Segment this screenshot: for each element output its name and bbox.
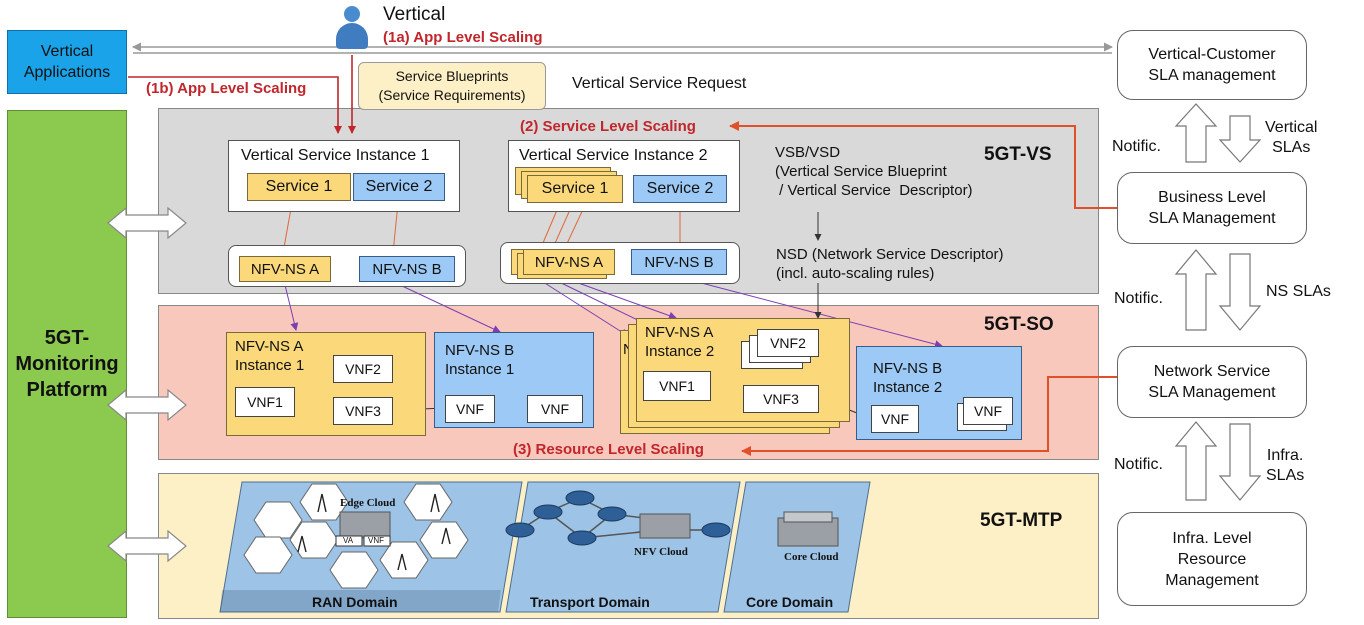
inst2-b-vnf-1-label: VNF [881,411,909,427]
inst1-b-vnf-1-label: VNF [456,401,484,417]
ns-b-instance-2: NFV-NS B Instance 2 VNF VNF [856,346,1022,440]
vsi1-title: Vertical Service Instance 1 [241,147,430,164]
ns-slas-label: NS SLAs [1266,283,1331,300]
ns-b-instance-2-title: NFV-NS B Instance 2 [873,360,943,396]
vsi2-service-1-label: Service 1 [541,180,609,197]
ns-b-instance-1: NFV-NS B Instance 1 VNF VNF [434,332,594,428]
business-level-sla-box: Business Level SLA Management [1117,172,1307,244]
inst1-vnf3: VNF3 [333,397,393,425]
inst1-b-vnf-1: VNF [445,395,495,423]
inst1-vnf3-label: VNF3 [345,403,381,419]
core-domain-label: Core Domain [746,594,834,610]
ns-b-instance-1-title: NFV-NS B Instance 1 [445,342,515,378]
inst1-b-vnf-2-label: VNF [541,401,569,417]
vs2-nfv-ns-b: NFV-NS B [631,249,727,275]
vs2-nfv-ns-a-label: NFV-NS A [534,253,604,271]
service-level-scaling: (2) Service Level Scaling [520,118,696,135]
vertical-applications: Vertical Applications [7,30,127,94]
infra-resource-management-label: Infra. Level Resource Management [1165,529,1259,589]
ns-a-instance-2-title: NFV-NS A Instance 2 [645,324,715,360]
inst2-vnf1-label: VNF1 [659,378,695,394]
network-service-sla-label: Network Service SLA Management [1148,363,1276,401]
notific-3: Notific. [1114,456,1163,473]
ns-a-instance-1: NFV-NS A Instance 1 VNF2 VNF1 VNF3 [226,332,426,436]
core-cloud-label: Core Cloud [784,551,839,563]
edge-va-label: VA [343,536,354,545]
inst1-vnf1-label: VNF1 [247,394,283,410]
vsi2-title: Vertical Service Instance 2 [519,147,708,164]
vertical-label: Vertical [383,4,446,25]
service-blueprints-box: Service Blueprints (Service Requirements… [358,62,546,110]
vertical-customer-sla-box: Vertical-Customer SLA management [1117,30,1307,100]
vertical-user-icon [334,6,370,50]
vs-layer-label: 5GT-VS [984,144,1052,165]
monitoring-label: 5GT- Monitoring Platform [15,327,119,401]
notific-2: Notific. [1114,290,1163,307]
app-scaling-1a: (1a) App Level Scaling [383,29,543,46]
vs2-nfv-ns-b-label: NFV-NS B [644,253,714,271]
inst2-vnf2-label: VNF2 [770,335,806,351]
inst1-vnf1: VNF1 [235,387,295,417]
vertical-slas-label: Vertical SLAs [1265,119,1318,156]
network-service-sla-box: Network Service SLA Management [1117,346,1307,418]
inst2-b-vnf-1: VNF [871,405,919,433]
service-blueprints-label: Service Blueprints (Service Requirements… [378,68,526,103]
inst2-b-vnf-2: VNF [963,397,1013,425]
inst2-vnf3-label: VNF3 [763,391,799,407]
nsd-text: NSD (Network Service Descriptor) (incl. … [776,246,1004,282]
vertical-applications-label: Vertical Applications [23,43,111,81]
vsi1-service-1: Service 1 [247,173,351,201]
business-level-sla-label: Business Level SLA Management [1148,189,1276,227]
transport-domain-label: Transport Domain [530,594,650,610]
edge-vnf-label: VNF [368,536,384,545]
vs1-nfv-ns-a: NFV-NS A [239,256,331,282]
vsi2-service-1: Service 1 [527,175,623,203]
infra-resource-management-box: Infra. Level Resource Management [1117,512,1307,606]
inst1-b-vnf-2: VNF [527,395,583,423]
infra-slas-label: Infra. SLAs [1266,447,1305,484]
vsb-vsd-text: VSB/VSD (Vertical Service Blueprint / Ve… [775,144,973,199]
inst2-vnf1: VNF1 [643,371,711,401]
inst2-b-vnf-2-label: VNF [974,403,1002,419]
vertical-service-request: Vertical Service Request [572,75,747,92]
inst2-vnf3: VNF3 [743,385,819,413]
vertical-service-instance-2: Vertical Service Instance 2 Service 1 Se… [508,140,740,212]
ran-domain-label: RAN Domain [312,594,398,610]
vs1-nfv-ns-b: NFV-NS B [359,256,455,282]
vsi2-service-2: Service 2 [633,175,727,203]
edge-cloud-label: Edge Cloud [340,497,396,509]
vs-nfv-ns-group-1: NFV-NS A NFV-NS B [228,245,466,287]
vs-nfv-ns-group-2: NFV-NS A NFV-NS B [500,242,740,284]
vsi1-service-2: Service 2 [353,173,445,201]
nfv-cloud-label: NFV Cloud [634,546,688,558]
inst2-vnf2: VNF2 [757,329,819,357]
vsi1-service-2-label: Service 2 [365,178,433,195]
vertical-service-instance-1: Vertical Service Instance 1 Service 1 Se… [228,140,460,212]
resource-level-scaling: (3) Resource Level Scaling [513,441,704,458]
app-scaling-1b: (1b) App Level Scaling [146,80,307,97]
inst1-vnf2: VNF2 [333,355,393,383]
vsi1-service-1-label: Service 1 [265,178,333,195]
inst1-vnf2-label: VNF2 [345,361,381,377]
vertical-customer-sla-label: Vertical-Customer SLA management [1148,46,1276,84]
monitoring-platform: 5GT- Monitoring Platform [7,110,127,618]
vs1-nfv-ns-a-label: NFV-NS A [250,260,320,278]
mtp-layer-label: 5GT-MTP [980,510,1063,531]
ns-a-instance-1-title: NFV-NS A Instance 1 [235,338,305,374]
ns-a-instance-2: NFV-NS A Instance 2 VNF2 VNF1 VNF3 [636,318,850,422]
notific-1: Notific. [1112,138,1161,155]
vs2-nfv-ns-a: NFV-NS A [523,249,615,275]
vsi2-service-2-label: Service 2 [646,180,714,197]
vs1-nfv-ns-b-label: NFV-NS B [372,260,442,278]
so-layer-label: 5GT-SO [984,314,1054,335]
